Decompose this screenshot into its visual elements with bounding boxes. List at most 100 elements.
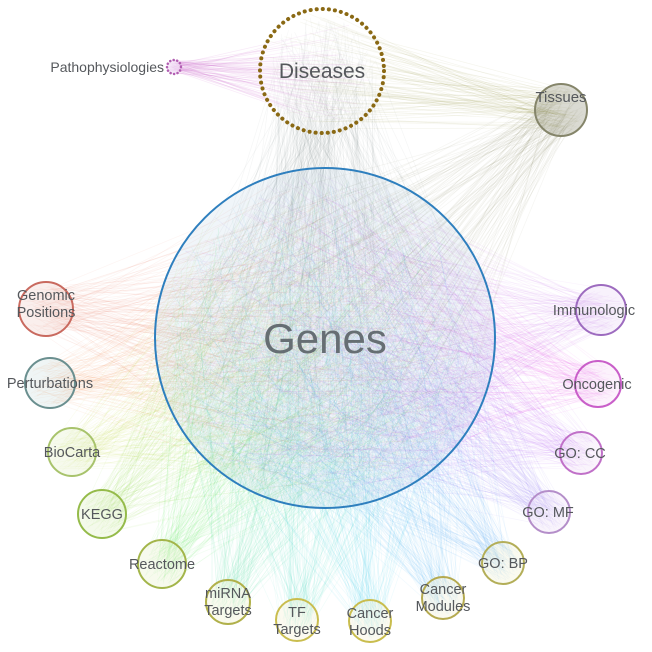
edge <box>220 230 314 616</box>
edge <box>257 297 590 466</box>
edge <box>388 300 565 518</box>
edge <box>353 393 452 592</box>
edge <box>337 30 355 404</box>
edge <box>277 211 590 447</box>
node-immunologic[interactable] <box>575 284 627 336</box>
node-go-mf[interactable] <box>527 490 571 534</box>
edge <box>383 332 597 386</box>
node-genomic-positions[interactable] <box>18 281 74 337</box>
node-tissues[interactable] <box>534 83 588 137</box>
edge <box>264 310 552 522</box>
node-go-bp[interactable] <box>481 541 525 585</box>
edge <box>368 404 418 636</box>
edge <box>107 462 397 512</box>
edge <box>303 238 390 609</box>
edge <box>366 75 377 347</box>
node-mirna-targets[interactable] <box>205 579 251 625</box>
edge <box>62 394 391 468</box>
node-go-cc[interactable] <box>559 431 603 475</box>
edge <box>444 397 586 436</box>
edge <box>51 288 290 387</box>
edge <box>296 359 451 621</box>
edge <box>232 297 246 607</box>
edge <box>335 242 519 566</box>
edge <box>200 251 586 374</box>
node-cancer-hoods[interactable] <box>348 599 392 643</box>
edge <box>339 51 379 237</box>
edge <box>332 467 382 635</box>
edge <box>274 268 572 455</box>
node-genes[interactable] <box>154 167 496 509</box>
edge <box>272 207 566 508</box>
edge <box>108 251 255 533</box>
edge <box>55 351 318 458</box>
edge <box>67 308 255 467</box>
edge <box>328 444 578 491</box>
node-pathophysiologies[interactable] <box>165 58 183 76</box>
edge <box>167 374 283 630</box>
node-diseases[interactable] <box>258 7 386 135</box>
edge <box>284 319 600 379</box>
edge <box>104 281 229 508</box>
edge <box>361 437 369 605</box>
edge <box>58 261 426 304</box>
edge <box>283 59 385 223</box>
edge <box>121 388 451 522</box>
edge <box>257 57 350 311</box>
edge <box>61 267 215 455</box>
edge <box>261 233 596 319</box>
edge <box>150 414 356 563</box>
edge <box>251 350 306 611</box>
edge <box>231 340 594 463</box>
edge <box>170 204 366 546</box>
node-tf-targets[interactable] <box>275 598 319 642</box>
edge <box>32 300 209 318</box>
edge <box>270 353 588 450</box>
edge <box>85 295 184 506</box>
edge <box>212 376 422 607</box>
edge <box>330 295 601 306</box>
edge <box>208 393 508 560</box>
edge <box>482 362 506 569</box>
edge <box>293 316 387 613</box>
edge <box>64 448 379 456</box>
edge <box>32 192 396 372</box>
edge <box>300 260 406 627</box>
node-cancer-modules[interactable] <box>421 576 465 620</box>
edge <box>349 274 556 514</box>
node-reactome[interactable] <box>137 539 187 589</box>
edge <box>340 250 586 450</box>
node-oncogenic[interactable] <box>574 360 622 408</box>
node-perturbations[interactable] <box>24 357 76 409</box>
edge <box>271 287 539 499</box>
edge <box>62 364 181 380</box>
edge <box>206 112 548 347</box>
edge <box>220 318 605 407</box>
edge <box>60 318 318 339</box>
edge <box>381 407 548 526</box>
edge <box>287 445 293 621</box>
edge <box>173 60 324 71</box>
edge <box>338 335 582 461</box>
edge <box>98 294 295 494</box>
edge <box>56 241 394 399</box>
edge <box>163 268 376 554</box>
edge <box>90 355 231 513</box>
edge <box>392 124 546 394</box>
edge <box>318 108 577 122</box>
edge <box>240 245 580 309</box>
node-biocarta[interactable] <box>47 427 97 477</box>
edge <box>311 111 568 439</box>
edge <box>112 436 333 498</box>
edge <box>229 72 302 467</box>
node-kegg[interactable] <box>77 489 127 539</box>
edge <box>362 367 608 465</box>
edge <box>179 367 488 571</box>
edge <box>266 316 613 409</box>
edge <box>65 438 429 442</box>
edge <box>185 251 589 306</box>
edge <box>356 93 420 307</box>
edge <box>271 396 611 454</box>
edge <box>173 65 340 71</box>
